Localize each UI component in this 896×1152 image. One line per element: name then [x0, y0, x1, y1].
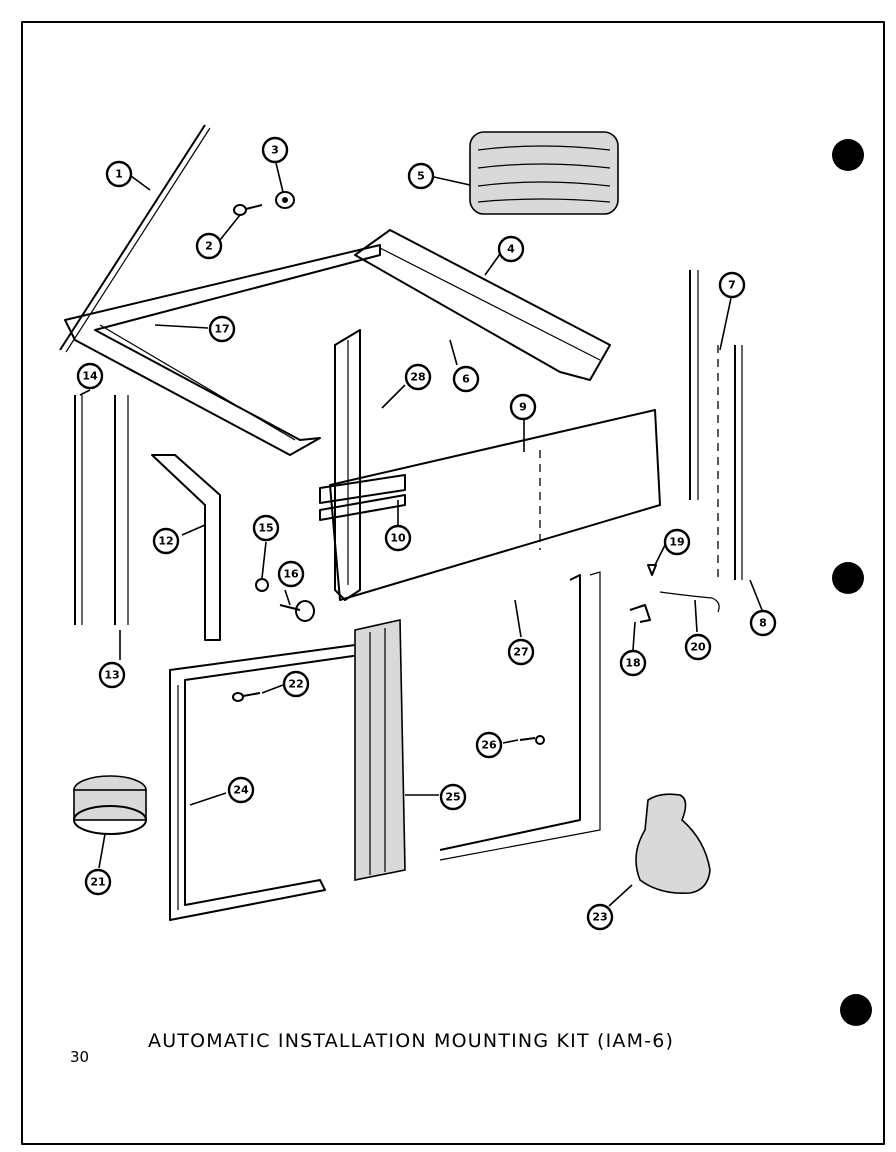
callout-20: 20 [684, 633, 712, 661]
diagram-title: AUTOMATIC INSTALLATION MOUNTING KIT (IAM… [148, 1030, 675, 1052]
svg-text:28: 28 [410, 371, 425, 384]
svg-text:27: 27 [513, 646, 528, 659]
part-channel-10 [319, 474, 406, 521]
callout-15: 15 [252, 514, 280, 542]
callout-28: 28 [404, 363, 432, 391]
svg-text:19: 19 [669, 536, 684, 549]
svg-text:24: 24 [233, 784, 249, 797]
callout-22: 22 [282, 670, 310, 698]
callout-18: 18 [619, 649, 647, 677]
svg-text:22: 22 [288, 678, 303, 691]
callout-26: 26 [475, 731, 503, 759]
callout-16: 16 [277, 560, 305, 588]
part-screw-26 [519, 735, 545, 745]
svg-text:21: 21 [90, 876, 105, 889]
part-knob-16 [279, 600, 315, 622]
part-screw-2 [233, 204, 263, 216]
svg-text:23: 23 [592, 911, 607, 924]
part-side-rail-8 [734, 345, 743, 580]
callout-9: 9 [509, 393, 537, 421]
callout-4: 4 [497, 235, 525, 263]
part-insulation-23 [635, 793, 711, 895]
part-frame-27 [439, 571, 601, 861]
part-coil-seal-5 [469, 131, 619, 215]
part-clip-18 [629, 604, 651, 623]
svg-text:8: 8 [759, 617, 767, 630]
svg-text:26: 26 [481, 739, 497, 752]
callout-25: 25 [439, 783, 467, 811]
part-side-rail-7 [689, 270, 719, 580]
svg-text:10: 10 [390, 532, 406, 545]
svg-text:15: 15 [258, 522, 273, 535]
page-number: 30 [70, 1048, 90, 1066]
page-border [21, 21, 885, 1145]
callout-12: 12 [152, 527, 180, 555]
part-top-frame [64, 229, 611, 456]
callout-14: 14 [76, 362, 104, 390]
part-nut-3 [275, 191, 295, 209]
svg-text:20: 20 [690, 641, 706, 654]
part-rod [59, 124, 211, 353]
part-frame-24 [169, 644, 361, 921]
svg-text:4: 4 [507, 243, 515, 256]
svg-text:9: 9 [519, 401, 527, 414]
part-screw-22 [232, 692, 261, 702]
part-support-bracket-12 [151, 454, 221, 641]
callout-27: 27 [507, 638, 535, 666]
part-front-panel-9 [329, 409, 661, 601]
part-side-rail-13 [114, 395, 129, 625]
callout-23: 23 [586, 903, 614, 931]
binder-hole-top [832, 139, 864, 171]
callout-19: 19 [663, 528, 691, 556]
callout-6: 6 [452, 365, 480, 393]
svg-text:14: 14 [82, 370, 98, 383]
part-filler-panel-25 [354, 619, 406, 881]
callout-1: 1 [105, 160, 133, 188]
svg-text:12: 12 [158, 535, 173, 548]
part-washer-15 [255, 578, 269, 592]
svg-text:13: 13 [104, 669, 119, 682]
leader-lines [79, 162, 763, 907]
svg-text:3: 3 [271, 144, 279, 157]
callout-3: 3 [261, 136, 289, 164]
part-foam-roll-21 [73, 775, 147, 835]
callout-21: 21 [84, 868, 112, 896]
callout-7: 7 [718, 271, 746, 299]
callout-8: 8 [749, 609, 777, 637]
svg-text:6: 6 [462, 373, 470, 386]
svg-text:1: 1 [115, 168, 123, 181]
callout-17: 17 [208, 315, 236, 343]
callout-10: 10 [384, 524, 412, 552]
callout-13: 13 [98, 661, 126, 689]
svg-text:17: 17 [214, 323, 229, 336]
part-chain-20 [659, 591, 720, 613]
svg-text:2: 2 [205, 240, 213, 253]
part-screw-19 [647, 564, 657, 576]
svg-text:18: 18 [625, 657, 640, 670]
callout-2: 2 [195, 232, 223, 260]
binder-hole-bottom [840, 994, 872, 1026]
svg-text:16: 16 [283, 568, 299, 581]
svg-text:25: 25 [445, 791, 460, 804]
svg-text:5: 5 [417, 170, 425, 183]
binder-hole-middle [832, 562, 864, 594]
part-side-rail-14 [74, 395, 83, 625]
part-bracket-6 [334, 329, 361, 601]
callout-24: 24 [227, 776, 255, 804]
svg-text:7: 7 [728, 279, 736, 292]
callout-5: 5 [407, 162, 435, 190]
